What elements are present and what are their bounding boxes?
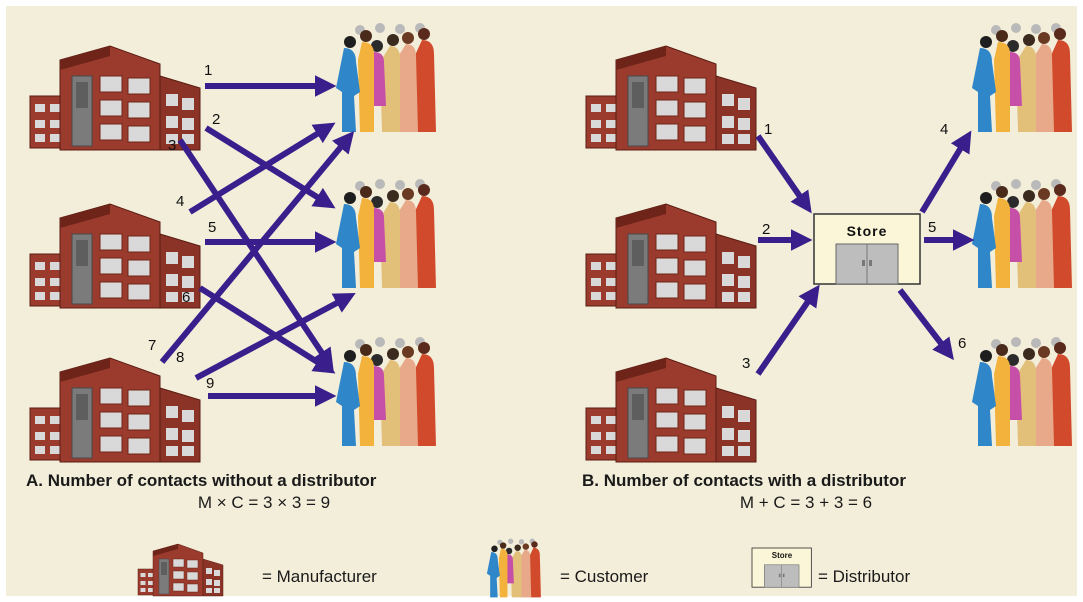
panel-b-arrow-labels: 1 2 3 4 5 6 bbox=[742, 121, 966, 372]
legend-distributor: Store = Distributor bbox=[751, 547, 910, 588]
arrow-a-label: 9 bbox=[206, 375, 214, 392]
panel-a-caption: A. Number of contacts without a distribu… bbox=[26, 471, 377, 490]
arrow-b-label: 4 bbox=[940, 121, 948, 138]
legend-manufacturer: = Manufacturer bbox=[137, 543, 377, 597]
distributor-store: Store bbox=[813, 213, 921, 285]
arrow-a-label: 7 bbox=[148, 337, 156, 354]
arrow-b-label: 6 bbox=[958, 335, 966, 352]
arrow-a-label: 6 bbox=[182, 289, 190, 306]
panel-b-formula: M + C = 3 + 3 = 6 bbox=[740, 493, 872, 512]
arrow-a-4 bbox=[188, 122, 336, 215]
arrow-a-7 bbox=[159, 131, 355, 364]
arrow-b-1 bbox=[755, 134, 812, 214]
arrow-b-label: 5 bbox=[928, 219, 936, 236]
store-label: Store bbox=[847, 223, 888, 239]
legend-store-label: Store bbox=[772, 551, 793, 560]
panel-a-formula: M × C = 3 × 3 = 9 bbox=[198, 493, 330, 512]
panel-a-arrows bbox=[159, 75, 356, 407]
arrow-a-8 bbox=[194, 292, 356, 381]
legend-customer-label: = Customer bbox=[560, 567, 649, 586]
legend-distributor-label: = Distributor bbox=[818, 567, 910, 586]
arrow-a-6 bbox=[198, 285, 336, 374]
arrow-a-label: 1 bbox=[204, 62, 212, 79]
arrow-b-label: 3 bbox=[742, 355, 750, 372]
panel-b: Store 1 2 3 4 5 6 B. Number of contacts … bbox=[582, 23, 1072, 512]
panel-b-arrows bbox=[755, 130, 975, 376]
legend: = Manufacturer = Customer Store = Distri… bbox=[137, 538, 910, 598]
arrow-b-3 bbox=[755, 284, 820, 376]
arrow-a-label: 8 bbox=[176, 349, 184, 366]
panel-a-arrow-labels: 1 2 3 4 5 6 7 8 9 bbox=[148, 62, 220, 392]
legend-customer: = Customer bbox=[486, 538, 649, 598]
panel-a: 1 2 3 4 5 6 7 8 9 A. Number of contacts … bbox=[26, 23, 436, 512]
panel-b-caption: B. Number of contacts with a distributor bbox=[582, 471, 906, 490]
arrow-a-label: 3 bbox=[168, 137, 176, 154]
arrow-b-6 bbox=[897, 288, 954, 361]
arrow-b-label: 1 bbox=[764, 121, 772, 138]
arrow-a-label: 5 bbox=[208, 219, 216, 236]
arrow-b-4 bbox=[919, 130, 972, 214]
arrow-a-label: 2 bbox=[212, 111, 220, 128]
arrow-b-label: 2 bbox=[762, 221, 770, 238]
legend-manufacturer-label: = Manufacturer bbox=[262, 567, 377, 586]
arrow-a-label: 4 bbox=[176, 193, 184, 210]
